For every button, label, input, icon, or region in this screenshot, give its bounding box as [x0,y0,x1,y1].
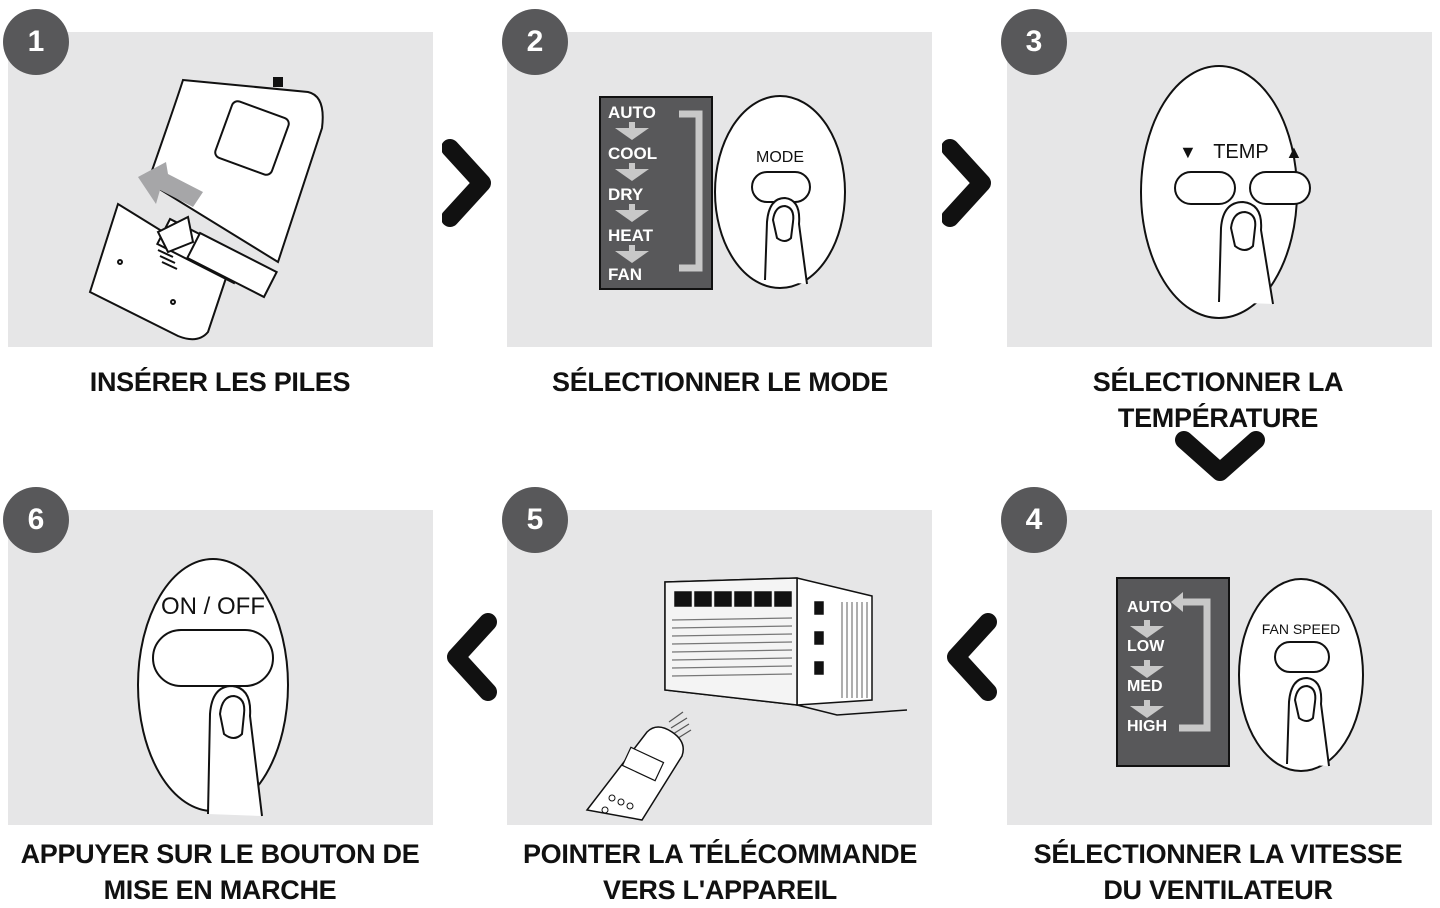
step-6-caption-line-1: APPUYER SUR LE BOUTON DE [20,839,420,869]
mode-heat: HEAT [608,226,654,245]
mode-auto: AUTO [608,103,656,122]
step-5-caption-line-1: POINTER LA TÉLÉCOMMANDE [522,839,918,869]
mode-down-arrow-icon [615,245,649,263]
temp-up-button[interactable] [1249,171,1311,205]
air-conditioner-unit [664,577,908,716]
step-2-badge: 2 [502,9,568,75]
step-2-caption: SÉLECTIONNER LE MODE [500,364,940,400]
step-6-panel: ON / OFF [8,510,433,825]
chevron-down-icon [1175,431,1265,481]
fan-speed-button-label: FAN SPEED [1262,621,1341,637]
speed-high: HIGH [1127,718,1167,735]
temp-down-button[interactable] [1174,171,1236,205]
step-4-badge: 4 [1001,487,1067,553]
chevron-right-icon [942,139,991,227]
step-1-badge: 1 [3,9,69,75]
step-5-caption: POINTER LA TÉLÉCOMMANDE VERS L'APPAREIL [500,836,940,908]
temp-up-symbol: ▲ [1285,142,1303,162]
mode-button-label: MODE [756,149,804,166]
remote-battery-illustration [88,77,324,341]
mode-down-arrow-icon [615,163,649,181]
air-conditioner-illustration [585,577,908,821]
step-2-caption-line-1: SÉLECTIONNER LE MODE [551,367,889,397]
fan-speed-illustration: AUTO LOW MED HIGH FAN SPEED [1116,577,1364,772]
remote-oval [1238,578,1364,772]
handheld-remote [585,726,684,821]
step-3-caption-line-1: SÉLECTIONNER LA TEMPÉRATURE [1092,367,1344,433]
step-1-caption: INSÉRER LES PILES [0,364,440,400]
mode-down-arrow-icon [615,204,649,222]
onoff-button-label: ON / OFF [161,593,265,620]
mode-cool: COOL [608,144,657,163]
step-4-caption-line-2: DU VENTILATEUR [1103,875,1333,905]
step-1-panel [8,32,433,347]
step-2-panel: AUTO COOL DRY HEAT FAN MODE [507,32,932,347]
step-5-caption-line-2: VERS L'APPAREIL [603,875,837,905]
speed-down-arrow-icon [1130,700,1164,718]
temp-down-symbol: ▼ [1179,142,1197,162]
step-3-panel: ▼ TEMP ▲ [1007,32,1432,347]
step-6-caption: APPUYER SUR LE BOUTON DE MISE EN MARCHE [0,836,440,908]
chevron-right-icon [442,139,491,227]
step-6-badge: 6 [3,487,69,553]
chevron-left-icon [947,613,997,701]
step-3-caption: SÉLECTIONNER LA TEMPÉRATURE [998,364,1438,436]
temp-button-label: TEMP [1213,141,1269,163]
speed-down-arrow-icon [1130,620,1164,638]
step-4-caption: SÉLECTIONNER LA VITESSE DU VENTILATEUR [998,836,1438,908]
speed-med: MED [1127,678,1163,695]
mode-fan: FAN [608,265,642,284]
step-5-badge: 5 [502,487,568,553]
insert-direction-arrow [138,162,203,207]
mode-selector-illustration: AUTO COOL DRY HEAT FAN MODE [599,95,846,290]
mode-down-arrow-icon [615,122,649,140]
mode-dry: DRY [608,185,644,204]
chevron-left-icon [447,613,497,701]
step-5-panel [507,510,932,825]
step-1-caption-line-1: INSÉRER LES PILES [89,367,351,397]
temperature-remote-illustration: ▼ TEMP ▲ [1140,65,1311,319]
step-6-caption-line-2: MISE EN MARCHE [103,875,337,905]
fan-speed-button[interactable] [1274,641,1330,673]
step-4-caption-line-1: SÉLECTIONNER LA VITESSE [1033,839,1403,869]
onoff-button[interactable] [152,629,274,687]
step-4-panel: AUTO LOW MED HIGH FAN SPEED [1007,510,1432,825]
step-3-badge: 3 [1001,9,1067,75]
speed-down-arrow-icon [1130,660,1164,678]
onoff-remote-illustration: ON / OFF [137,558,289,817]
speed-low: LOW [1127,638,1165,655]
speed-auto: AUTO [1127,599,1172,616]
